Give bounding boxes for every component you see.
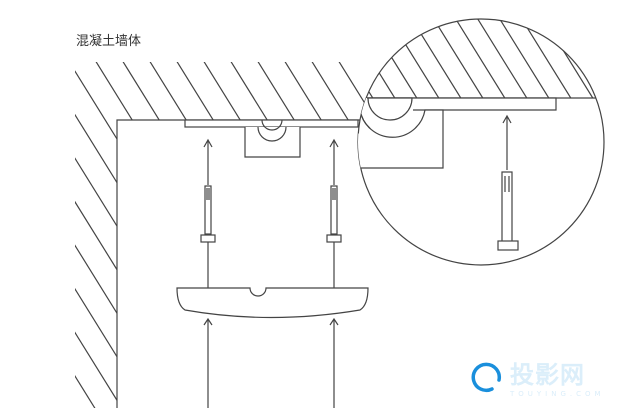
hatch-line [75,62,205,408]
hatch-line [75,62,286,408]
watermark-domain: TOUYING.COM [510,390,605,398]
wall-edge [116,119,365,408]
watermark-name: 投影网 [510,361,585,389]
hatch-line [0,60,15,410]
hatch-line [75,62,124,408]
hatch-line [256,62,365,408]
projector-bracket [176,287,369,319]
hatch-line [443,19,506,98]
hatch-line [75,62,259,408]
hatch-line [465,19,528,98]
lower-arrows [203,317,339,408]
hatch-line [487,19,550,98]
anchor-right [326,138,342,288]
hatch-line [377,19,440,98]
hatch-line [121,62,340,408]
hatch-line [421,19,484,98]
hatch-line [399,19,462,98]
hatch-line [620,0,640,98]
hatch-line [358,19,396,98]
hatch-line [358,19,374,98]
detail-magnifier [202,0,640,266]
hatch-line [0,60,42,410]
hatch-line [224,0,285,98]
wall-label: 混凝土墙体 [76,34,142,49]
watermark-ring-icon [471,362,502,392]
hatch-line [202,0,263,98]
hatch-line [75,62,232,408]
hatch-line [283,62,365,408]
ceiling-plate [184,119,359,158]
hatch-line [310,62,365,408]
hatch-line [75,62,97,408]
hatch-line [246,0,307,98]
hatch-line [509,19,572,98]
anchor-left [200,138,216,288]
watermark-logo: 投影网 TOUYING.COM [470,355,605,398]
hatch-line [0,60,69,410]
hatch-line [75,62,151,408]
hatch-line [75,62,178,408]
hatch-line [597,19,604,98]
